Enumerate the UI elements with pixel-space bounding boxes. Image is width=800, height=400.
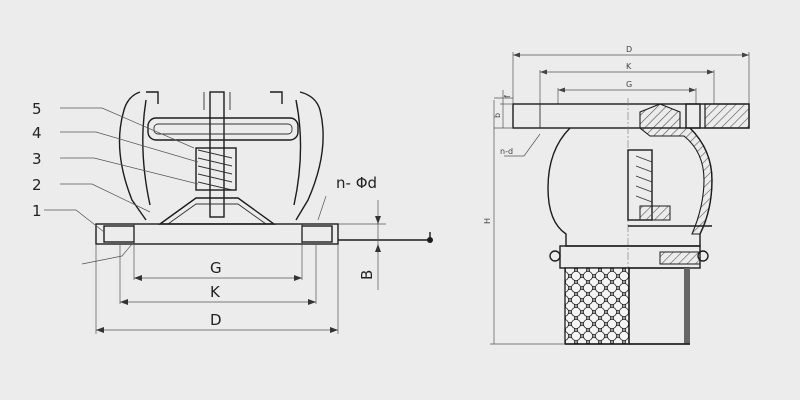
part-number-4: 4	[32, 124, 42, 142]
right-dim-label-b: b	[493, 113, 502, 118]
part-number-3: 3	[32, 150, 42, 168]
left-dim-label-k: K	[210, 283, 221, 301]
left-valve-stem	[209, 91, 225, 218]
left-valve-view: 5 4 3 2 1 n- Φd G K D B	[32, 91, 433, 334]
right-hole-spec-label: n-d	[500, 147, 513, 156]
right-dim-label-k: K	[626, 62, 632, 71]
right-strainer-mesh	[564, 267, 630, 345]
left-dim-label-b: B	[358, 270, 376, 280]
part-number-1: 1	[32, 202, 42, 220]
right-valve-view: D K G f b n-d H	[483, 45, 750, 346]
left-dim-label-g: G	[210, 259, 222, 277]
left-dim-label-d: D	[210, 311, 222, 329]
right-dim-label-h: H	[483, 218, 492, 224]
left-spring	[195, 147, 237, 191]
left-valve-body	[118, 91, 324, 221]
left-valve-disc	[157, 197, 277, 225]
right-valve-body	[547, 127, 713, 247]
right-dim-label-g: G	[626, 80, 632, 89]
right-body-section	[638, 127, 713, 235]
left-upper-chamber	[147, 117, 299, 141]
part-number-2: 2	[32, 176, 42, 194]
right-dim-label-f: f	[503, 95, 512, 98]
right-dim-label-d: D	[626, 45, 632, 54]
left-hole-spec-label: n- Φd	[336, 174, 377, 192]
part-number-5: 5	[32, 100, 42, 118]
left-flange	[95, 223, 339, 245]
